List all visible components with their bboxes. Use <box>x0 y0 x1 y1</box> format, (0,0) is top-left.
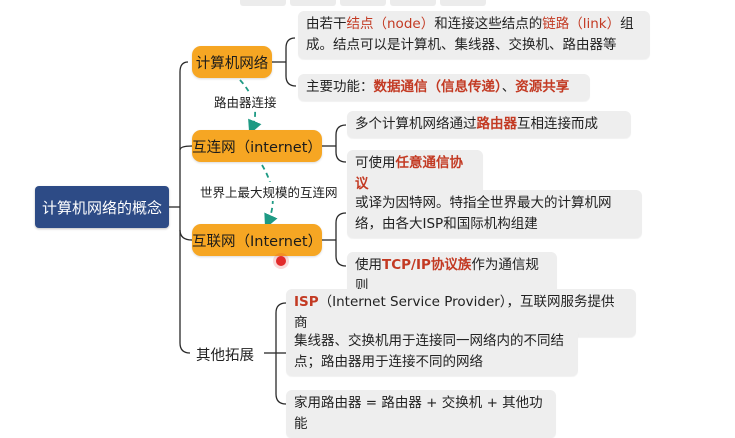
root-node[interactable]: 计算机网络的概念 <box>35 186 169 228</box>
toolbar-tab <box>290 0 336 6</box>
leaf-text-segment: TCP/IP协议族 <box>382 257 472 273</box>
leaf-text-segment: 由若干 <box>306 16 347 32</box>
leaf-2-0[interactable]: 或译为因特网。特指全世界最大的计算机网络，由各大ISP和国际机构组建 <box>347 190 642 238</box>
connector-label-router: 路由器连接 <box>211 92 280 111</box>
leaf-text-segment: 主要功能： <box>306 79 374 95</box>
leaf-text-segment: 家用路由器 = 路由器 + 交换机 + 其他功能 <box>294 395 543 432</box>
toolbar-tab <box>240 0 286 6</box>
leaf-text-segment: 链路（link） <box>542 16 621 32</box>
branch-internet-lowercase[interactable]: 互连网（internet） <box>192 130 322 162</box>
toolbar-tab <box>440 0 486 6</box>
leaf-text-segment: 任意通信协议 <box>355 155 463 192</box>
leaf-text-segment: 和连接这些结点的 <box>434 16 543 32</box>
connector-label-largest: 世界上最大规模的互连网 <box>197 182 341 201</box>
leaf-0-1[interactable]: 主要功能：数据通信（信息传递）、资源共享 <box>298 74 590 101</box>
leaf-text-segment: 集线器、交换机用于连接同一网络内的不同结点；路由器用于连接不同的网络 <box>294 333 564 370</box>
leaf-text-segment: 组成。结点可以是计算机、集线器、交换机、路由器等 <box>306 16 634 53</box>
branch-computer-network[interactable]: 计算机网络 <box>192 46 272 78</box>
leaf-text-segment: 或译为因特网。特指全世界最大的计算机网络，由各大ISP和国际机构组建 <box>355 195 612 232</box>
leaf-text-segment: 多个计算机网络通过 <box>355 116 477 132</box>
leaf-text-segment: 使用 <box>355 257 382 273</box>
leaf-3-2[interactable]: 家用路由器 = 路由器 + 交换机 + 其他功能 <box>286 390 556 438</box>
mouse-pointer-icon <box>276 256 286 266</box>
leaf-text-segment: 可使用 <box>355 155 396 171</box>
branch-other-extensions[interactable]: 其他拓展 <box>196 347 254 364</box>
leaf-text-segment: ISP <box>294 294 319 310</box>
tree-edges <box>169 37 347 405</box>
leaf-text-segment: （Internet Service Provider），互联网服务提供商 <box>294 294 615 331</box>
leaf-text-segment: 、 <box>501 79 516 95</box>
leaf-text-segment: 资源共享 <box>515 79 570 95</box>
toolbar-tab <box>390 0 436 6</box>
toolbar-tab <box>340 0 386 6</box>
leaf-text-segment: 结点（node） <box>346 16 435 32</box>
branch-internet-uppercase[interactable]: 互联网（Internet） <box>192 224 322 256</box>
leaf-3-1[interactable]: 集线器、交换机用于连接同一网络内的不同结点；路由器用于连接不同的网络 <box>286 328 578 376</box>
connector-lines <box>169 37 347 405</box>
top-toolbar-strip <box>240 0 486 6</box>
leaf-text-segment: 路由器 <box>476 116 518 132</box>
leaf-0-0[interactable]: 由若干结点（node）和连接这些结点的链路（link）组成。结点可以是计算机、集… <box>298 11 650 59</box>
leaf-text-segment: 数据通信（信息传递） <box>373 79 502 95</box>
leaf-text-segment: 互相连接而成 <box>517 116 598 132</box>
leaf-1-0[interactable]: 多个计算机网络通过路由器互相连接而成 <box>347 111 631 138</box>
